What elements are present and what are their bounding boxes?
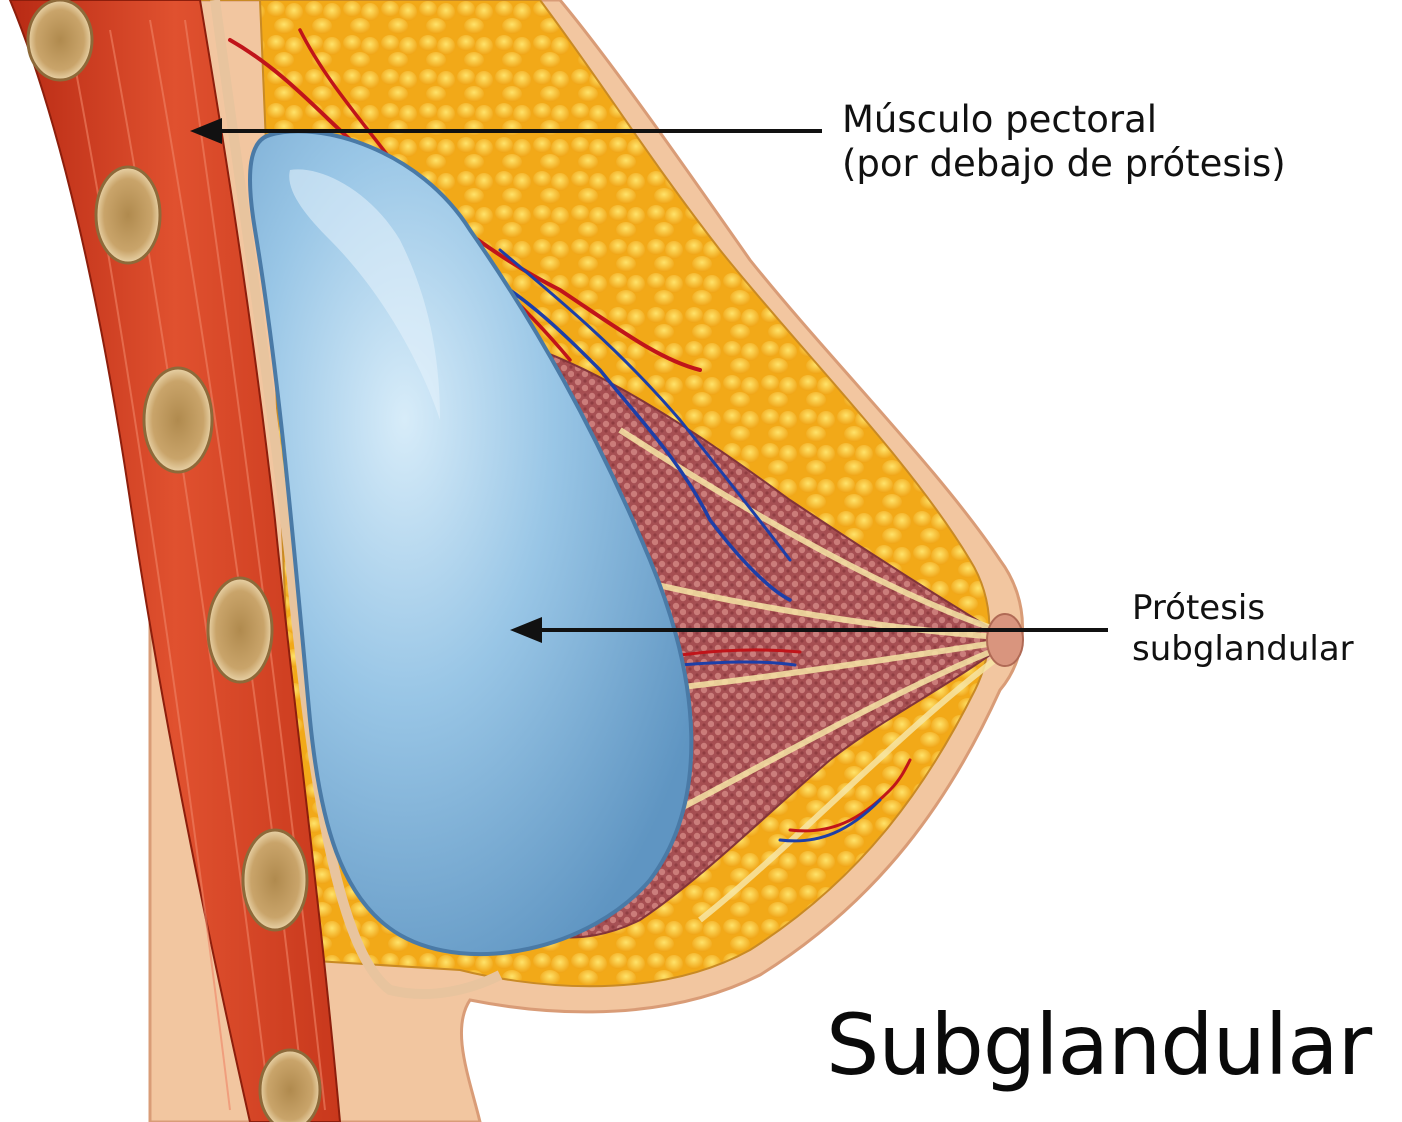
rib (26, 0, 94, 82)
artery (788, 758, 912, 833)
label-subglandular-prosthesis: Prótesis subglandular (1132, 588, 1354, 670)
annotation-arrows (190, 118, 1108, 643)
vein (498, 248, 792, 562)
rib (241, 828, 309, 932)
protesis-arrowhead (510, 617, 542, 643)
rib (94, 165, 162, 265)
diagram-title: Subglandular (826, 996, 1372, 1094)
label-pectoral-line1: Músculo pectoral (842, 98, 1158, 141)
label-protesis-line1: Prótesis (1132, 588, 1266, 628)
rib (206, 576, 274, 684)
vein (678, 660, 797, 667)
ribs (26, 0, 322, 1122)
rib (258, 1048, 322, 1122)
rib (142, 366, 214, 474)
vein (778, 798, 882, 843)
implant-highlight (289, 169, 440, 420)
vein (458, 258, 792, 602)
artery (678, 648, 802, 657)
label-pectoral-line2: (por debajo de prótesis) (842, 142, 1286, 186)
breast-implant (248, 129, 694, 957)
label-protesis-line2: subglandular (1132, 628, 1354, 669)
label-pectoral-muscle: Músculo pectoral (por debajo de prótesis… (842, 98, 1286, 187)
nipple (986, 613, 1024, 667)
fascia-line (210, 0, 503, 1000)
muscle-fibers (69, 19, 326, 1111)
pectoral-arrowhead (190, 118, 222, 144)
